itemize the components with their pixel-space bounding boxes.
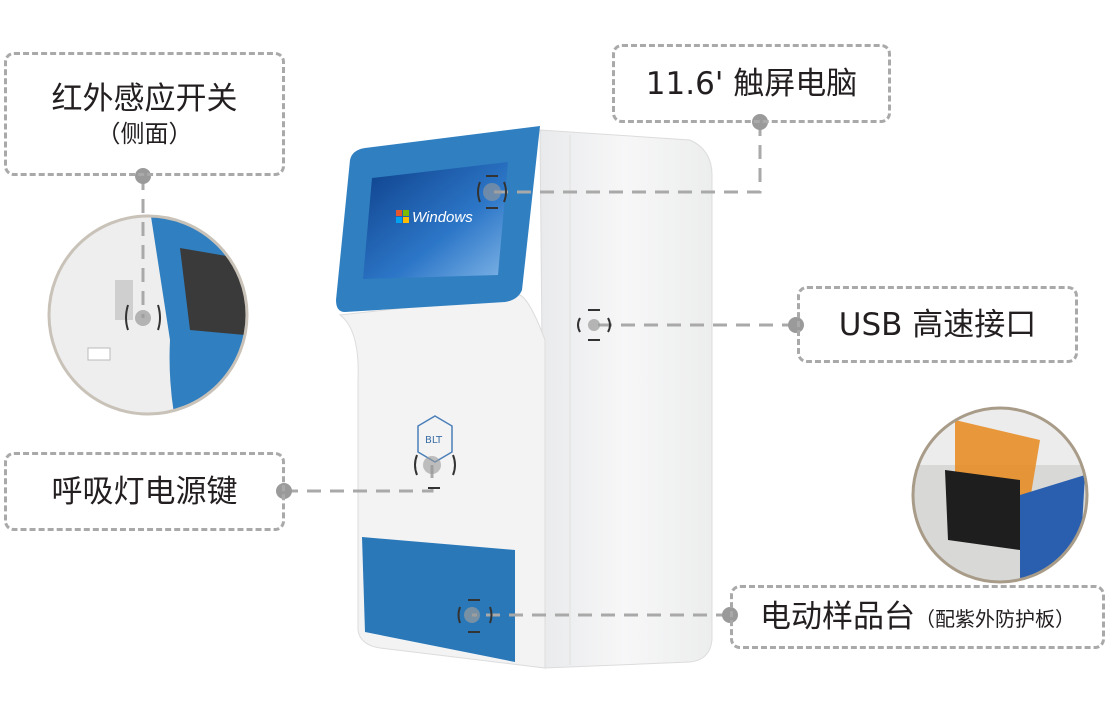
sample-stage-label: 电动样品台 [760,599,915,635]
screen-windows-text: Windows [412,209,473,226]
sample-stage-note: （配紫外防护板） [915,606,1075,631]
device-side [539,129,713,669]
callout-ir-switch: 红外感应开关 （侧面） [4,52,285,176]
callout-dots [135,114,804,623]
callout-touch-pc: 11.6' 触屏电脑 [612,44,891,123]
usb-label: USB 高速接口 [838,306,1037,343]
screen [363,162,508,279]
power-key-label: 呼吸灯电源键 [51,473,238,510]
callout-usb: USB 高速接口 [797,286,1078,363]
logo-text: BLT [425,435,443,446]
ir-switch-label: 红外感应开关 [51,81,238,117]
touch-pc-label: 11.6' 触屏电脑 [645,65,858,102]
callout-sample-stage: 电动样品台 （配紫外防护板） [730,585,1105,649]
callout-power-key: 呼吸灯电源键 [4,452,285,531]
sample-stage-inset [914,409,1086,581]
ir-switch-note: （侧面） [96,120,193,148]
sample-drawer-panel [362,537,515,662]
target-brackets [125,175,611,633]
